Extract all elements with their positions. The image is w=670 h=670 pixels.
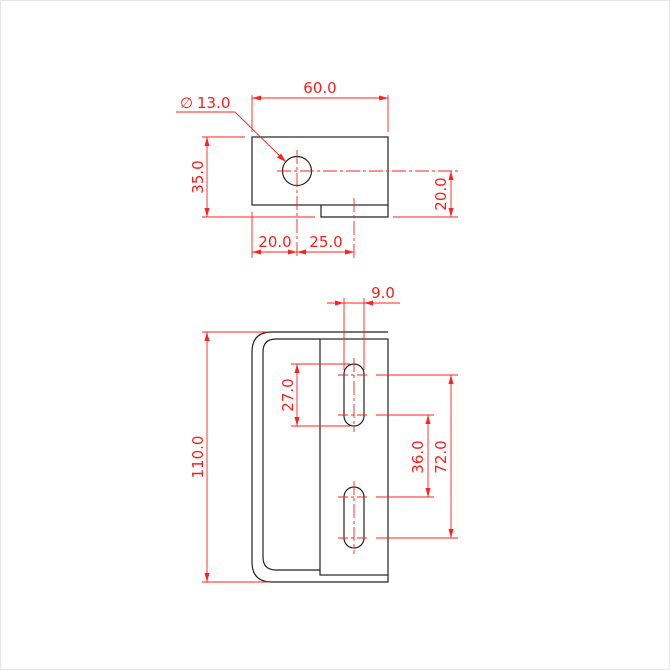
bracket-inner-outline <box>262 338 320 571</box>
dim-width: 60.0 <box>251 79 389 132</box>
mounting-plate <box>319 338 389 576</box>
dim-width-label: 60.0 <box>303 79 336 97</box>
dim-height: 110.0 <box>189 331 268 583</box>
dim-slot-pitch: 36.0 <box>376 414 434 498</box>
dim-slot-width: 9.0 <box>327 284 400 370</box>
dim-hole-diameter: ∅ 13.0 <box>176 94 286 162</box>
top-view: 60.0 ∅ 13.0 35.0 20.0 <box>176 79 458 258</box>
dim-slot-span-label: 72.0 <box>432 440 450 473</box>
dim-slot-span: 72.0 <box>376 374 458 539</box>
dim-bottom-offsets: 20.0 25.0 <box>251 212 354 258</box>
dim-slot-pitch-label: 36.0 <box>409 440 427 473</box>
dim-hole-diameter-label: 13.0 <box>197 94 230 112</box>
dim-hole-offset-x-label: 20.0 <box>258 233 291 251</box>
dim-depth-label: 35.0 <box>189 160 207 193</box>
front-view: 110.0 9.0 27.0 36.0 <box>189 284 458 583</box>
dim-step-offset-x-label: 25.0 <box>309 233 342 251</box>
dim-slot-length: 27.0 <box>279 363 350 427</box>
diameter-symbol: ∅ <box>180 94 193 112</box>
dim-hole-offset-y-label: 20.0 <box>432 177 450 210</box>
dim-hole-offset-y: 20.0 <box>393 171 458 218</box>
top-view-step <box>320 205 389 218</box>
dim-depth: 35.0 <box>189 136 315 218</box>
dim-slot-length-label: 27.0 <box>279 378 297 411</box>
dim-slot-width-label: 9.0 <box>371 284 395 302</box>
dim-height-label: 110.0 <box>189 436 207 479</box>
slot-centerlines <box>338 358 370 554</box>
